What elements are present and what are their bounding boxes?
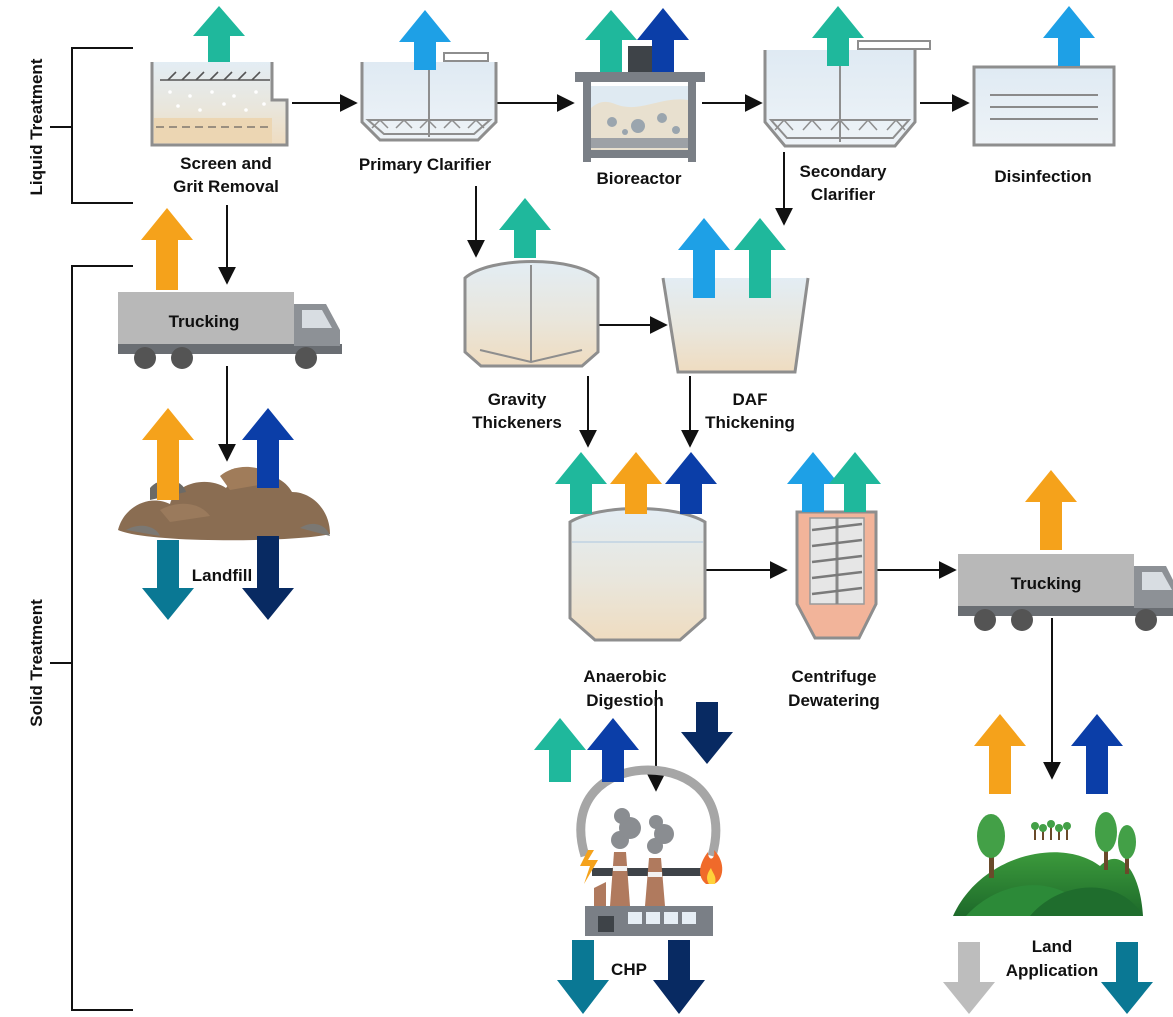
down-arrow-icon xyxy=(142,540,194,620)
liquid-treatment-label: Liquid Treatment xyxy=(27,58,46,195)
land-application-hills xyxy=(953,812,1143,916)
daf-tank xyxy=(661,277,810,374)
daf-label-2: Thickening xyxy=(705,413,795,432)
land-application-label-2: Application xyxy=(1006,961,1099,980)
anaerobic-digester-tank xyxy=(568,507,707,642)
solid-treatment-label: Solid Treatment xyxy=(27,599,46,727)
up-arrow-icon xyxy=(637,8,689,72)
gravity-thickener-tank xyxy=(463,260,600,368)
down-arrow-icon xyxy=(653,940,705,1014)
centrifuge-unit xyxy=(795,510,878,640)
down-arrow-icon xyxy=(1101,942,1153,1014)
daf-label-1: DAF xyxy=(733,390,768,409)
up-arrow-icon xyxy=(193,6,245,62)
screen-grit-label-1: Screen and xyxy=(180,154,272,173)
up-arrow-icon xyxy=(585,10,637,72)
gravity-thickeners-label-2: Thickeners xyxy=(472,413,562,432)
bioreactor-tank xyxy=(575,46,705,162)
landfill-label: Landfill xyxy=(192,566,252,585)
land-application-label-1: Land xyxy=(1032,937,1073,956)
chp-plant xyxy=(576,765,723,936)
up-arrow-icon xyxy=(812,6,864,66)
secondary-clarifier-label-2: Clarifier xyxy=(811,185,876,204)
down-arrow-icon xyxy=(557,940,609,1014)
truck-2 xyxy=(958,554,1173,631)
chp-label: CHP xyxy=(611,960,647,979)
anaerobic-digestion-label-1: Anaerobic xyxy=(583,667,666,686)
up-arrow-icon xyxy=(1043,6,1095,66)
disinfection-tank xyxy=(972,65,1116,147)
screen-grit-tank xyxy=(150,62,289,147)
up-arrow-icon xyxy=(1025,470,1077,550)
gravity-thickeners-label-1: Gravity xyxy=(488,390,547,409)
secondary-clarifier-tank xyxy=(763,40,931,148)
trucking-1-label: Trucking xyxy=(169,312,240,331)
truck-1 xyxy=(118,292,342,369)
down-arrow-icon xyxy=(943,942,995,1014)
centrifuge-label-2: Dewatering xyxy=(788,691,880,710)
down-arrow-icon xyxy=(242,536,294,620)
up-arrow-icon xyxy=(665,452,717,514)
bioreactor-label: Bioreactor xyxy=(596,169,681,188)
primary-clarifier-tank xyxy=(360,52,498,142)
up-arrow-icon xyxy=(787,452,839,512)
up-arrow-icon xyxy=(734,218,786,298)
primary-clarifier-label: Primary Clarifier xyxy=(359,155,492,174)
disinfection-label: Disinfection xyxy=(994,167,1091,186)
up-arrow-icon xyxy=(829,452,881,512)
up-arrow-icon xyxy=(141,208,193,290)
up-arrow-icon xyxy=(399,10,451,70)
landfill-pile xyxy=(118,466,330,541)
liquid-treatment-bracket xyxy=(50,47,133,204)
up-arrow-icon xyxy=(974,714,1026,794)
solid-treatment-bracket xyxy=(50,265,133,1011)
screen-grit-label-2: Grit Removal xyxy=(173,177,279,196)
up-arrow-icon xyxy=(142,408,194,500)
up-arrow-icon xyxy=(1071,714,1123,794)
secondary-clarifier-label-1: Secondary xyxy=(800,162,887,181)
up-arrow-icon xyxy=(555,452,607,514)
anaerobic-digestion-label-2: Digestion xyxy=(586,691,663,710)
up-arrow-icon xyxy=(678,218,730,298)
up-arrow-icon xyxy=(534,718,586,782)
up-arrow-icon xyxy=(242,408,294,488)
up-arrow-icon xyxy=(587,718,639,782)
up-arrow-icon xyxy=(610,452,662,514)
down-arrow-icon xyxy=(681,702,733,764)
emission-arrows xyxy=(141,6,1153,1014)
trucking-2-label: Trucking xyxy=(1011,574,1082,593)
up-arrow-icon xyxy=(499,198,551,258)
flow-arrows xyxy=(218,94,1061,792)
centrifuge-label-1: Centrifuge xyxy=(792,667,877,686)
